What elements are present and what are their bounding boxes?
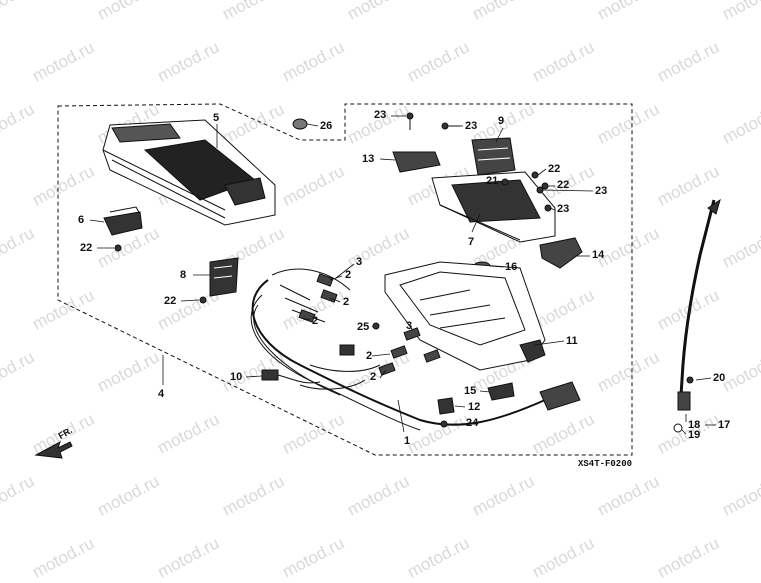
front-arrow — [34, 440, 73, 459]
callout-26: 26 — [320, 120, 333, 132]
leader-line-9 — [495, 127, 504, 143]
callout-9: 9 — [498, 115, 505, 127]
part-5-meter-cover — [102, 119, 276, 226]
callout-22: 22 — [557, 179, 570, 191]
part-9-indicator — [471, 137, 516, 176]
leader-line-13 — [379, 158, 396, 161]
callout-12: 12 — [468, 401, 481, 413]
screw-22a — [114, 244, 122, 252]
part-26-grommet — [292, 118, 308, 130]
diagram-code: XS4T-F0200 — [578, 459, 633, 469]
leader-line-23 — [549, 207, 556, 211]
leader-line-2 — [379, 369, 387, 379]
main-connector — [539, 381, 581, 411]
leader-line-26 — [306, 123, 319, 127]
leader-line-15 — [479, 390, 491, 393]
callout-11: 11 — [566, 335, 578, 347]
callout-23: 23 — [595, 185, 608, 197]
part-14-bracket — [539, 237, 583, 269]
callout-3: 3 — [406, 320, 413, 332]
leader-line-2 — [371, 353, 391, 357]
part-6-switch-housing — [103, 206, 143, 236]
leader-line-2 — [301, 317, 311, 321]
callout-8: 8 — [180, 269, 187, 281]
screw-22d — [541, 182, 549, 190]
callout-4: 4 — [158, 388, 165, 400]
callout-7: 7 — [468, 236, 475, 248]
leader-line-20 — [695, 377, 712, 381]
callout-17: 17 — [718, 419, 731, 431]
speedometer-cable — [673, 198, 721, 433]
callout-24: 24 — [466, 417, 479, 429]
leader-line-16 — [489, 265, 504, 268]
callout-23: 23 — [465, 120, 478, 132]
wire-harness — [250, 268, 546, 431]
leader-line-2 — [329, 297, 341, 303]
part-7-lcd-panel — [431, 171, 556, 243]
diagram-artwork — [34, 103, 721, 459]
leader-line-3 — [335, 263, 355, 279]
callout-2: 2 — [345, 269, 352, 281]
callout-25: 25 — [357, 321, 370, 333]
callout-15: 15 — [464, 385, 477, 397]
screw-25 — [372, 322, 380, 330]
callout-18: 18 — [688, 419, 701, 431]
leader-line-11 — [534, 340, 565, 346]
callout-19: 19 — [688, 429, 701, 441]
leader-line-25 — [371, 325, 374, 328]
callout-14: 14 — [592, 249, 605, 261]
callout-23: 23 — [374, 109, 387, 121]
callout-22: 22 — [548, 163, 561, 175]
callout-13: 13 — [362, 153, 375, 165]
leader-line-10 — [245, 375, 263, 378]
leader-line-1 — [397, 399, 405, 433]
part-13-bracket — [392, 151, 441, 173]
callout-3: 3 — [356, 256, 363, 268]
part-8-switch — [209, 257, 239, 297]
leader-line-23 — [542, 189, 594, 192]
callout-1: 1 — [404, 435, 411, 447]
screw-24 — [440, 420, 448, 428]
callout-5: 5 — [213, 112, 220, 124]
leader-line-22 — [180, 299, 200, 302]
screw-23a — [406, 112, 414, 130]
leader-line-7 — [471, 213, 481, 233]
callout-16: 16 — [505, 261, 518, 273]
leader-line-22 — [537, 168, 547, 176]
leader-line-12 — [454, 405, 466, 408]
part-12-grommet — [437, 397, 455, 415]
leader-line-6 — [89, 219, 105, 223]
callout-21: 21 — [486, 175, 499, 187]
part-11-meter-case — [384, 261, 546, 371]
part-10-connector — [261, 369, 321, 384]
callout-2: 2 — [312, 315, 319, 327]
callout-22: 22 — [80, 242, 93, 254]
callout-20: 20 — [713, 372, 726, 384]
callout-22: 22 — [164, 295, 177, 307]
harness-clip — [339, 344, 355, 356]
callout-10: 10 — [230, 371, 243, 383]
leader-line-21 — [497, 180, 504, 183]
callout-2: 2 — [366, 350, 373, 362]
callout-2: 2 — [370, 371, 377, 383]
callout-6: 6 — [78, 214, 85, 226]
assembly-boundary — [57, 103, 633, 456]
callout-2: 2 — [343, 296, 350, 308]
leader-lines — [89, 115, 716, 435]
leader-line-19 — [681, 429, 687, 435]
screw-22b — [199, 296, 207, 304]
screw-22c — [531, 171, 539, 179]
callout-23: 23 — [557, 203, 570, 215]
part-15-holder — [487, 382, 515, 401]
